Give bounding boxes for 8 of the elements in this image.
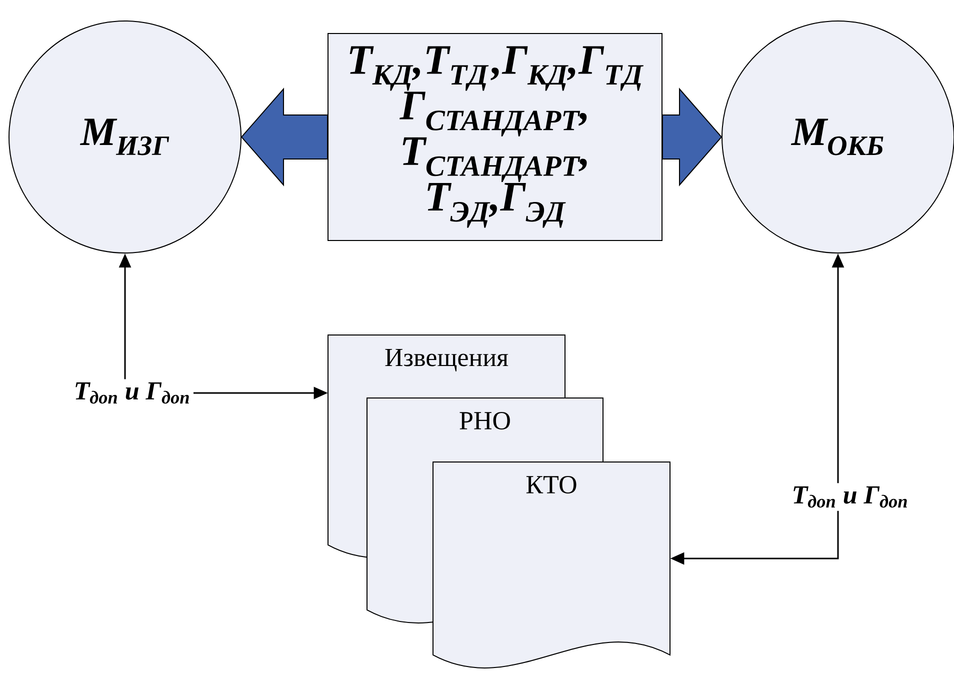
flow-label: Т$_{доп}$ и Г$_{доп}$: [794, 486, 907, 508]
document-title: РНО: [460, 412, 510, 430]
block-arrow: [662, 88, 722, 186]
document-title: Извещения: [385, 349, 508, 372]
parameter-box: Т$_{КД}$,Т$_{ТД}$,Г$_{КД}$,Г$_{ТД}$ Г$_{СТАНДАРТ}$, Т$_{СТАНДАРТ}$, Т$_{ЭД}$,Г$_{ЭД}$: [328, 33, 662, 241]
flow-label: Т$_{доп}$ и Г$_{доп}$: [76, 382, 189, 404]
block-arrow: [240, 88, 328, 186]
document-title: КТО: [526, 476, 576, 494]
